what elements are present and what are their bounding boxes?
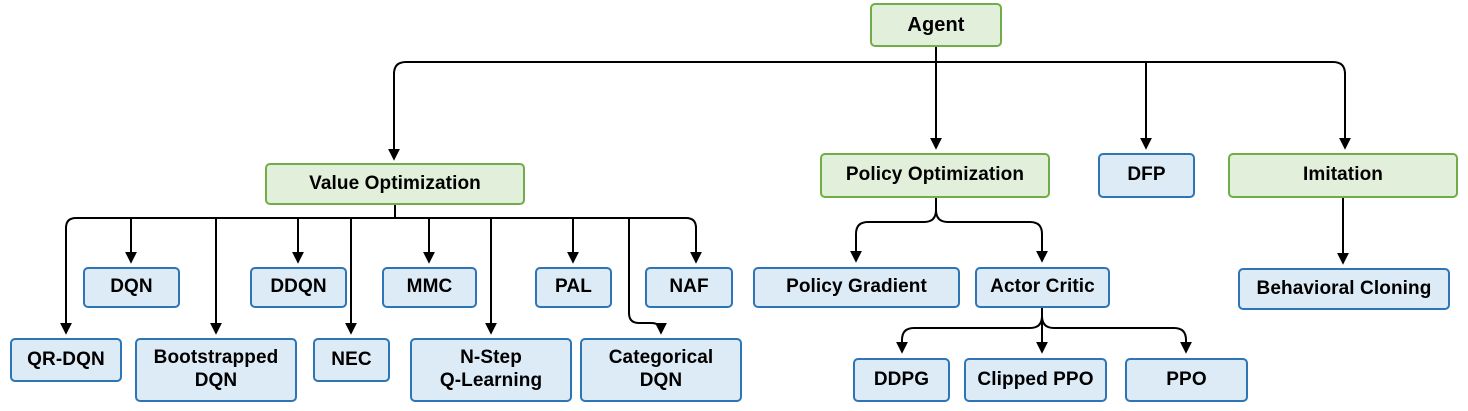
node-mmc: MMC (382, 267, 477, 308)
node-policy-gradient: Policy Gradient (753, 267, 960, 308)
node-naf: NAF (645, 267, 733, 308)
node-value-optimization: Value Optimization (265, 163, 525, 205)
node-nec: NEC (313, 338, 390, 382)
edge-agent-rail (393, 61, 1346, 75)
node-bootstrapped-dqn: Bootstrapped DQN (135, 338, 297, 402)
node-actor-critic: Actor Critic (975, 267, 1110, 308)
node-dfp: DFP (1098, 153, 1195, 198)
edge-ac-ppo (1041, 308, 1192, 354)
edge-ac-ddpg (896, 308, 1043, 354)
node-clipped-ppo: Clipped PPO (964, 358, 1107, 402)
edge-po-policy-gradient (850, 198, 937, 263)
node-dqn: DQN (83, 267, 180, 308)
edge-vo-categorical-dqn (628, 218, 667, 335)
node-ppo: PPO (1125, 358, 1248, 402)
node-pal: PAL (535, 267, 612, 308)
node-ddqn: DDQN (250, 267, 347, 308)
node-imitation: Imitation (1228, 153, 1458, 198)
node-policy-optimization: Policy Optimization (820, 153, 1050, 198)
node-n-step-q-learning: N-Step Q-Learning (410, 338, 572, 402)
node-categorical-dqn: Categorical DQN (580, 338, 742, 402)
node-agent: Agent (870, 3, 1002, 47)
edge-po-actor-critic (935, 198, 1048, 263)
node-qr-dqn: QR-DQN (10, 338, 122, 382)
edge-vo-rail (65, 217, 697, 229)
node-ddpg: DDPG (853, 358, 950, 402)
node-behavioral-cloning: Behavioral Cloning (1238, 268, 1450, 310)
